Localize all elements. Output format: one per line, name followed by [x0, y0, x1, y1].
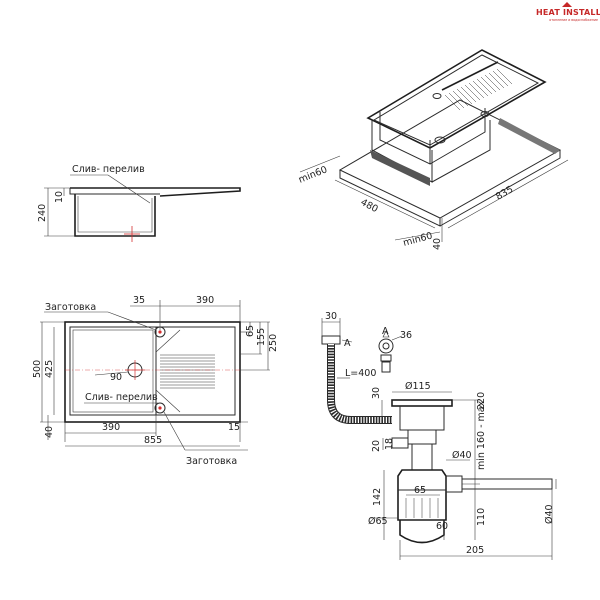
plan-blank-bottom [154, 402, 166, 414]
dim-10: 10 [54, 191, 65, 203]
dim-A-mark: A [344, 338, 351, 349]
dim-30-side: 30 [371, 387, 382, 399]
dim-65: 65 [245, 325, 256, 337]
dim-155: 155 [256, 328, 267, 346]
dim-30-top: 30 [325, 311, 337, 322]
dim-line-480 [334, 179, 436, 229]
iso-drain-hole [434, 136, 446, 144]
siphon-nut [407, 429, 437, 445]
dim-18: 18 [384, 438, 395, 450]
dim-20: 20 [371, 440, 382, 452]
iso-sink-rim-inner [372, 54, 540, 146]
dim-36: 36 [400, 330, 412, 341]
section-rim-inner [69, 188, 160, 195]
section-drain-label: Слив- перелив [72, 164, 145, 175]
section-bowl-inner [77, 196, 153, 233]
iso-groove-edge [441, 61, 499, 91]
siphon-pipe [411, 443, 433, 471]
dim-35: 35 [133, 295, 145, 306]
plan-90-leader [94, 371, 129, 376]
dim-220: 220 [476, 392, 487, 410]
siphon-bottle-top [397, 469, 447, 521]
iso-cutout-front [370, 150, 430, 186]
plan-blank-bottom-leader [163, 411, 186, 451]
iso-overflow-1 [432, 93, 442, 99]
plan-drain-label: Слив- перелив [85, 392, 158, 403]
dim-d40-top: Ø40 [452, 450, 472, 461]
dim-110: 110 [476, 508, 487, 526]
iso-countertop [338, 99, 562, 219]
dim-250: 250 [268, 334, 279, 352]
plan-view: Заготовка Слив- перелив Заготовка 90 35 … [32, 295, 279, 467]
siphon-side-fitting [391, 437, 409, 449]
plan-bowl [69, 326, 157, 416]
dim-425: 425 [44, 360, 55, 378]
dim-115: Ø115 [405, 381, 431, 392]
iso-countertop-side [439, 150, 561, 227]
dim-855: 855 [144, 435, 162, 446]
dim-40-plan: 40 [44, 426, 55, 438]
iso-overflow-2 [480, 111, 490, 117]
plan-blank-bottom-center [158, 406, 162, 410]
dim-90: 90 [110, 372, 122, 383]
plan-blank-top-leader [107, 311, 157, 331]
iso-bowl-front [379, 112, 431, 165]
plan-blank-top-label: Заготовка [45, 302, 96, 313]
plan-blank-bottom-label: Заготовка [186, 456, 237, 467]
iso-countertop-front [339, 170, 441, 227]
brand-tagline: отопление и водоснабжение [549, 18, 598, 22]
dim-line-min60-left [299, 155, 341, 173]
detail-A-nut [380, 354, 392, 362]
dim-36-leader [391, 335, 403, 341]
detail-A-stem [381, 361, 391, 373]
dim-835: 835 [494, 184, 515, 203]
dim-range: min 160 - max [476, 400, 487, 470]
dim-390-bottom: 390 [102, 422, 120, 433]
brand-name: HEAT INSTALL [536, 8, 600, 17]
section-drain-leader [107, 174, 151, 204]
dim-L: L=400 [345, 368, 376, 379]
section-bowl [74, 194, 156, 237]
plan-grooves [155, 329, 215, 413]
siphon-view: 30 A L=400 A 36 Ø115 30 20 18 [321, 311, 557, 560]
dim-min60-bottom: min60 [402, 231, 434, 249]
siphon-overflow-head [321, 335, 341, 345]
dim-min60-left: min60 [297, 164, 329, 185]
detail-A-ring [378, 338, 394, 354]
dim-line-835 [447, 159, 569, 229]
iso-cutout-side [498, 118, 560, 154]
iso-bowl-outer-side [431, 120, 491, 183]
dim-d40-side: Ø40 [544, 504, 555, 524]
detail-A-core [382, 342, 390, 350]
section-rim [70, 187, 241, 197]
dim-A-leader [341, 339, 353, 343]
house-icon [562, 2, 572, 7]
plan-drainboard [156, 326, 236, 416]
dim-line-min60-bottom [394, 231, 441, 241]
dim-240: 240 [37, 204, 48, 222]
plan-bowl-inner [72, 329, 154, 413]
plan-outer [64, 321, 241, 423]
dim-500: 500 [32, 360, 43, 378]
plan-blank-top-center [158, 330, 162, 334]
dim-60: 60 [436, 521, 448, 532]
dim-40: 40 [432, 238, 443, 250]
siphon-strainer-body [399, 406, 445, 431]
detail-A-arrow-icon [382, 330, 390, 338]
iso-grooves [444, 68, 513, 111]
siphon-outlet-nut [445, 475, 463, 493]
brand-logo: HEAT INSTALL отопление и водоснабжение [536, 2, 600, 22]
siphon-strainer-flange [391, 399, 453, 407]
iso-bowl-side [429, 108, 486, 165]
iso-sink-rim [366, 49, 547, 149]
dim-205: 205 [466, 545, 484, 556]
dim-65-siphon: 65 [414, 485, 426, 496]
dim-d65: Ø65 [368, 516, 388, 527]
section-view: Слив- перелив 240 10 [37, 164, 241, 242]
dim-390-top: 390 [196, 295, 214, 306]
dim-15: 15 [228, 422, 240, 433]
iso-view: 835 480 min60 min60 40 [297, 49, 569, 250]
dim-142: 142 [372, 488, 383, 506]
